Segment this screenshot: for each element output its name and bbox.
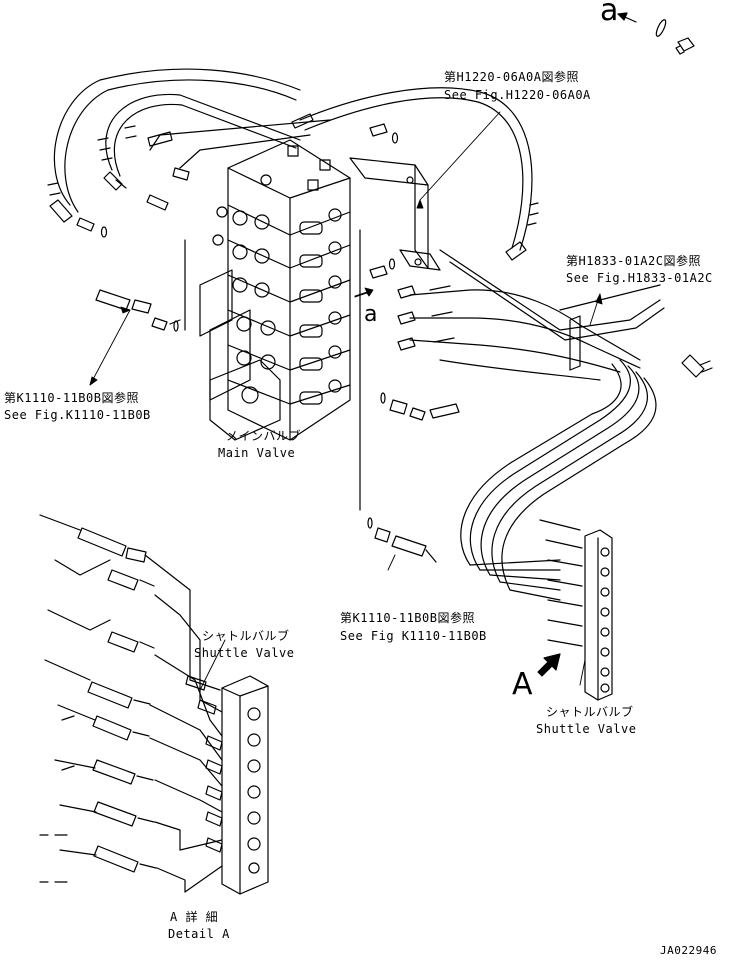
detail-a-label-en: Detail A — [168, 927, 230, 941]
main-valve-label-en: Main Valve — [218, 446, 296, 460]
detail-a-drawing — [39, 514, 269, 895]
view-a-label: A — [512, 667, 533, 702]
shuttle-valve-right — [537, 519, 613, 701]
detail-a-fitting — [617, 12, 695, 55]
pilot-hoses — [397, 249, 713, 601]
upper-hoses — [47, 68, 539, 279]
shuttle-valve-right-label-en: Shuttle Valve — [536, 722, 637, 736]
callout-a-mid: a — [364, 302, 378, 327]
mounting-bracket — [349, 157, 441, 271]
leader-lines — [89, 111, 603, 691]
main-valve-label-jp: メインバルブ — [226, 429, 302, 443]
ref-h1220-label-jp: 第H1220-06A0A図参照 — [444, 70, 579, 84]
shuttle-valve-left-label-en: Shuttle Valve — [194, 646, 295, 660]
ref-h1833-label-jp: 第H1833-01A2C図参照 — [566, 254, 701, 268]
ref-k1110-mid-label-jp: 第K1110-11B0B図参照 — [340, 611, 475, 625]
drawing-number: JA022946 — [660, 944, 717, 957]
ref-k1110-mid-label-en: See Fig K1110-11B0B — [340, 629, 487, 643]
ref-h1833-label-en: See Fig.H1833-01A2C — [566, 271, 713, 285]
ref-h1220-label-en: See Fig.H1220-06A0A — [444, 88, 591, 102]
ref-k1110-left-label-en: See Fig.K1110-11B0B — [4, 408, 151, 422]
shuttle-valve-left-label-jp: シャトルバルブ — [202, 629, 290, 643]
shuttle-valve-right-label-jp: シャトルバルブ — [546, 705, 634, 719]
detail-a-label-jp: A 詳 細 — [170, 910, 219, 924]
main-valve-body — [199, 139, 351, 441]
ref-k1110-left-label-jp: 第K1110-11B0B図参照 — [4, 391, 139, 405]
lower-fittings — [95, 229, 460, 563]
callout-a-top: a — [600, 0, 619, 28]
